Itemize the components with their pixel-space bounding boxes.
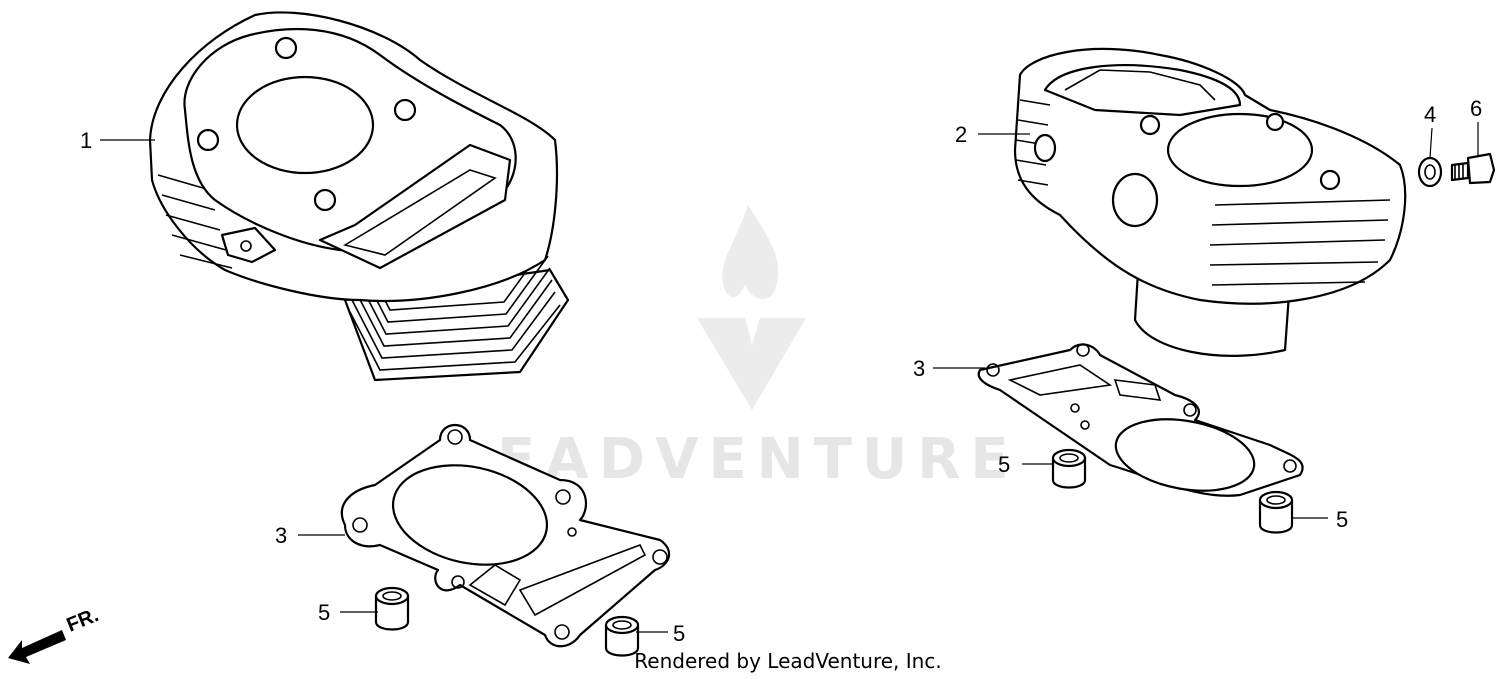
dowel-pin-left-a — [374, 586, 410, 631]
callout-5-right-a: 5 — [998, 452, 1010, 477]
left-gasket-part-3 — [340, 424, 671, 648]
dowel-pin-left-b — [604, 615, 640, 657]
left-cylinder-part-1 — [148, 11, 570, 382]
washer-part-4 — [1417, 156, 1443, 188]
right-cylinder-part-2 — [1013, 47, 1407, 357]
front-direction-arrow: FR. — [8, 604, 102, 664]
watermark: LEADVENTURE — [451, 205, 1009, 492]
right-gasket-part-3 — [977, 343, 1304, 497]
callout-4: 4 — [1424, 102, 1436, 127]
arrow-left-icon — [8, 630, 66, 664]
callout-5-left-a: 5 — [318, 600, 330, 625]
callout-5-left-b: 5 — [673, 621, 685, 646]
callout-5-right-b: 5 — [1336, 507, 1348, 532]
callout-6: 6 — [1470, 96, 1482, 121]
front-direction-label: FR. — [64, 604, 102, 636]
rendered-by-footer: Rendered by LeadVenture, Inc. — [634, 649, 941, 673]
bolt-part-6 — [1450, 152, 1496, 185]
leader-lines — [100, 122, 1479, 633]
callout-1: 1 — [80, 128, 92, 153]
dowel-pin-right-b — [1258, 490, 1294, 534]
callout-3-left: 3 — [275, 523, 287, 548]
dowel-pin-right-a — [1051, 448, 1087, 489]
callout-3-right: 3 — [913, 356, 925, 381]
callouts: 1 2 3 3 4 5 5 5 5 6 — [80, 96, 1482, 646]
callout-2: 2 — [955, 122, 967, 147]
leadventure-flame-logo-icon — [697, 205, 806, 410]
